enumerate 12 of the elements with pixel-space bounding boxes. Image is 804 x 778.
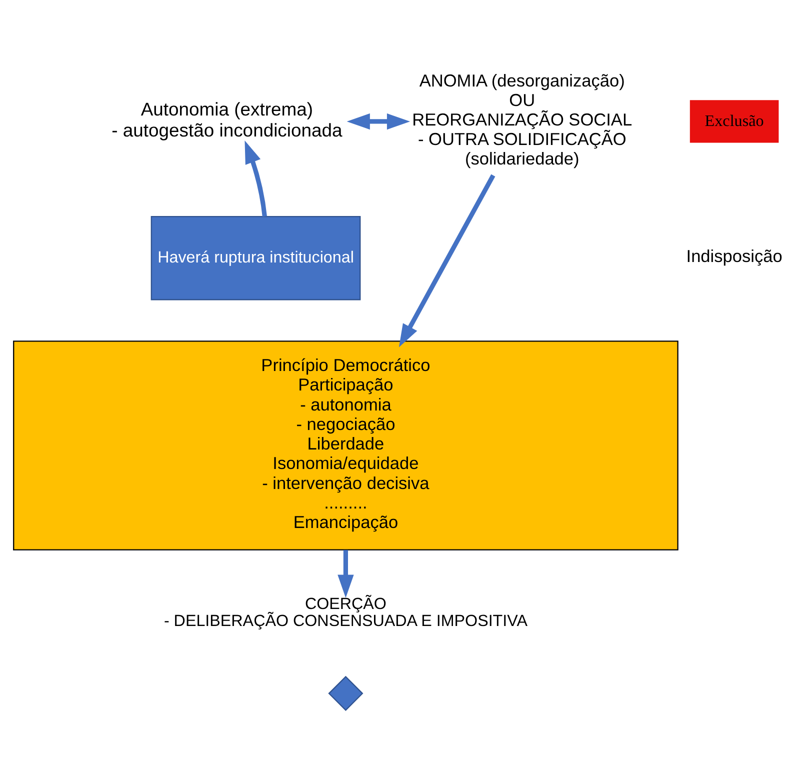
node-box: Haverá ruptura institucional — [150, 216, 360, 300]
node-box: Exclusão — [689, 100, 778, 143]
arrow — [398, 174, 495, 348]
arrow — [244, 140, 266, 217]
label: Indisposição — [686, 246, 782, 266]
node-box: Princípio Democrático Participação - autonomia - negociação Liberdade Isonomia/equidade - intervenção decisiva ......... Emancipação — [12, 340, 678, 550]
arrow — [346, 113, 410, 130]
node-text: Autonomia (extrema) - autogestão incondicionada — [111, 98, 342, 140]
node-cross — [328, 676, 363, 711]
node-text: COERÇÃO - DELIBERAÇÃO CONSENSUADA E IMPOSITIVA — [163, 594, 527, 630]
arrow — [337, 550, 354, 598]
node-text: ANOMIA (desorganização) OU REORGANIZAÇÃO SOCIAL - OUTRA SOLIDIFICAÇÃO (solidariedade) — [412, 70, 632, 169]
